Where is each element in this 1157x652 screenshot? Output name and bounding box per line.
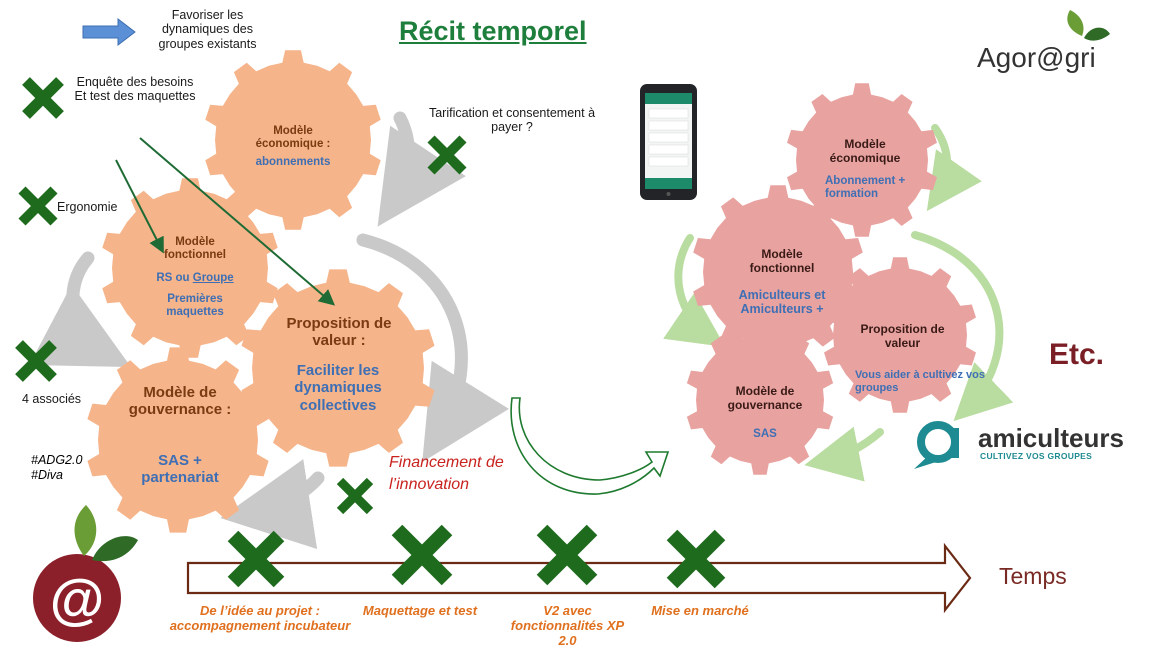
gear-functional	[102, 178, 278, 358]
cycle-arrow-3	[220, 459, 325, 550]
gear-value-detail: Faciliter les dynamiques collectives	[294, 362, 382, 414]
hashtag-diva: #Diva	[31, 468, 63, 482]
timeline-arrow	[186, 542, 972, 614]
gear-economic-title: Modèle économique :	[255, 125, 331, 151]
gear-governance-detail: SAS + partenariat	[141, 452, 219, 487]
survey-arrow-to-functional	[115, 159, 164, 254]
transition-arrow-icon	[510, 397, 670, 495]
green-cycle-arrow-4	[663, 234, 726, 347]
right-gear-functional-title: Modèle fonctionnel	[749, 247, 815, 275]
gear-value	[241, 269, 435, 467]
right-gear-governance-detail: SAS	[753, 428, 777, 440]
gear-functional-detail: RS ou Groupe	[156, 272, 234, 284]
etc-label: Etc.	[1049, 338, 1105, 371]
green-cycle-arrow-1	[926, 124, 982, 212]
cycle-arrow-1	[377, 111, 466, 227]
gear-economic	[205, 50, 381, 230]
page-title: Récit temporel	[399, 16, 587, 46]
financing-label: Financement de l’innovation	[389, 454, 504, 493]
agorgri-leaf-icon	[1067, 10, 1110, 41]
note-ergonomics: Ergonomie	[57, 200, 118, 214]
right-gear-value-detail: Vous aider à cultivez vos groupes	[855, 369, 986, 394]
legend-arrow-icon	[82, 17, 136, 47]
legend-text: Favoriser les dynamiques des groupes exi…	[158, 8, 257, 51]
check-x-icon	[536, 524, 598, 586]
check-x-icon	[227, 530, 285, 588]
check-marks	[15, 77, 726, 589]
milestone-label: Maquettage et test	[362, 603, 478, 618]
svg-text:@: @	[50, 567, 105, 630]
milestone-label: Mise en marché	[651, 603, 749, 618]
green-cycle-arrow-3	[804, 426, 884, 482]
right-gear-economic-title: Modèle économique	[829, 137, 901, 165]
milestone-label: V2 avec fonctionnalités XP 2.0	[510, 604, 625, 648]
agorgri-at-logo-icon: @	[33, 505, 138, 642]
gear-governance-title: Modèle de gouvernance :	[128, 384, 232, 419]
note-pricing: Tarification et consentement à payer ?	[428, 106, 596, 135]
check-x-icon	[391, 524, 453, 586]
right-gear-governance	[686, 325, 834, 475]
amiculteurs-logo-text: amiculteurs	[978, 423, 1124, 453]
check-x-icon	[336, 477, 374, 515]
check-x-icon	[22, 77, 64, 119]
right-gears	[686, 83, 976, 475]
left-gears	[87, 50, 435, 533]
timeline-label: Temps	[999, 563, 1067, 589]
cycle-arrow-2	[356, 233, 509, 463]
right-gear-functional	[693, 185, 863, 359]
right-gear-value	[824, 257, 976, 413]
green-cycle-arrow-2	[911, 231, 1014, 422]
left-cycle-arrows	[29, 111, 509, 550]
check-x-icon	[18, 186, 58, 226]
gear-economic-detail: abonnements	[255, 156, 331, 168]
right-gear-value-title: Proposition de valeur	[860, 322, 945, 350]
note-partners: 4 associés	[22, 392, 82, 406]
note-survey: Enquête des besoins Et test des maquette…	[74, 75, 196, 104]
survey-arrow-to-value	[139, 137, 336, 306]
milestone-label: De l’idée au projet : accompagnement inc…	[169, 603, 351, 633]
phone-icon	[640, 84, 697, 200]
right-gear-functional-detail: Amiculteurs et Amiculteurs +	[738, 288, 826, 317]
check-x-icon	[427, 135, 467, 175]
right-gear-governance-title: Modèle de gouvernance	[727, 384, 803, 412]
survey-arrows	[115, 137, 336, 306]
check-x-icon	[666, 529, 726, 589]
right-gear-economic-detail: Abonnement + formation	[825, 175, 906, 201]
gear-functional-title: Modèle fonctionnel	[164, 236, 226, 262]
amiculteurs-logo-icon	[914, 421, 959, 469]
amiculteurs-tagline: CULTIVEZ VOS GROUPES	[980, 451, 1093, 461]
right-cycle-arrows	[663, 124, 1014, 482]
cycle-arrow-4	[29, 251, 131, 368]
gear-value-title: Proposition de valeur :	[286, 315, 392, 350]
agorgri-logo-text: Agor@gri	[977, 42, 1096, 73]
right-gear-economic	[787, 83, 937, 237]
check-x-icon	[15, 340, 57, 382]
hashtag-adg: #ADG2.0	[31, 453, 83, 467]
gear-governance	[87, 347, 269, 533]
gear-functional-detail2: Premières maquettes	[166, 293, 224, 319]
